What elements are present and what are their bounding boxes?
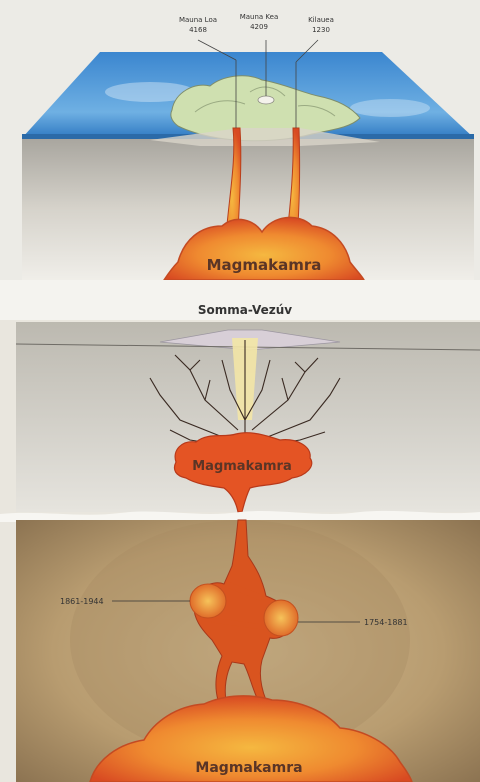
eruption-label-left: 1861-1944 (60, 597, 104, 606)
middle-chamber-label: Magmakamra (192, 459, 291, 474)
eruption-pocket-right (264, 600, 298, 636)
peak-elevation-mauna-loa: 4168 (189, 26, 207, 34)
peak-elevation-kilauea: 1230 (312, 26, 330, 34)
peak-label-kilauea: Kilauea (308, 16, 334, 24)
bottom-chamber-label: Magmakamra (195, 760, 302, 776)
mauna-kea-crater (258, 96, 274, 104)
middle-title: Somma-Vezúv (198, 303, 292, 317)
top-panel: Mauna Loa 4168 Mauna Kea 4209 Kilauea 12… (0, 0, 480, 280)
peak-elevation-mauna-kea: 4209 (250, 23, 268, 31)
middle-panel: Magmakamra (16, 322, 480, 512)
eruption-label-right: 1754-1881 (364, 618, 408, 627)
eruption-pocket-left (190, 584, 226, 618)
peak-label-mauna-kea: Mauna Kea (240, 13, 279, 21)
top-chamber-label: Magmakamra (207, 256, 322, 274)
bottom-panel: 1861-1944 1754-1881 Magmakamra (16, 520, 480, 782)
peak-label-mauna-loa: Mauna Loa (179, 16, 217, 24)
